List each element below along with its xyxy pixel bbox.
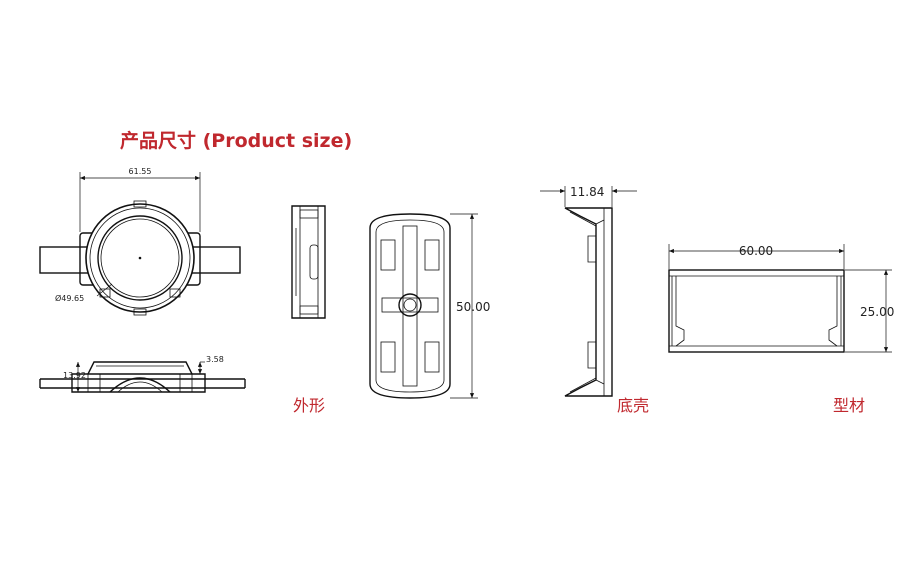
profile-outline (291, 205, 326, 319)
clip-top-left (380, 239, 396, 271)
lens-center (138, 256, 142, 260)
dim-side-height: 13.92 (63, 371, 86, 380)
cover-outline (369, 213, 451, 399)
module-narrow-profile (291, 205, 326, 319)
module-inner-ring (89, 207, 191, 309)
dim-module-width: 61.55 (129, 167, 152, 176)
aluminium-profile-view: 60.00 25.00 (668, 244, 894, 353)
bottom-shell-view: 11.84 (540, 185, 637, 397)
profile-rect-outer (668, 269, 845, 353)
caption-bottom-shell: 底壳 (617, 396, 650, 415)
side-lens (109, 377, 171, 393)
lens-circle (97, 215, 183, 301)
dim-profile-height: 25.00 (860, 305, 894, 319)
dim-lens-diameter: Ø49.65 (55, 293, 84, 303)
clip-bottom-left (380, 341, 396, 373)
cover-plan-view: 50.00 (369, 213, 490, 399)
top-tab (133, 200, 147, 208)
bottom-tab (133, 308, 147, 316)
horizontal-rib (381, 297, 439, 313)
side-top-flange (87, 361, 193, 375)
module-top-view: 61.55 Ø49.65 (39, 167, 241, 316)
page-title: 产品尺寸 (Product size) (120, 130, 353, 152)
dim-side-offset: 3.58 (206, 355, 224, 364)
dim-shell-depth: 11.84 (570, 185, 604, 199)
module-side-view: 13.92 3.58 (39, 355, 246, 393)
lens-inner-circle (100, 218, 180, 298)
dim-cover-length: 50.00 (456, 300, 490, 314)
side-base (71, 373, 206, 393)
vertical-rib (402, 225, 418, 387)
center-boss (398, 293, 422, 317)
caption-outer: 外形 (293, 396, 326, 415)
clip-bottom-right (424, 341, 440, 373)
dim-profile-width: 60.00 (739, 244, 773, 258)
shell-outline (564, 207, 613, 397)
lower-right-tab (169, 288, 181, 298)
lower-left-tab (99, 288, 111, 298)
clip-top-right (424, 239, 440, 271)
caption-profile: 型材 (833, 396, 866, 415)
